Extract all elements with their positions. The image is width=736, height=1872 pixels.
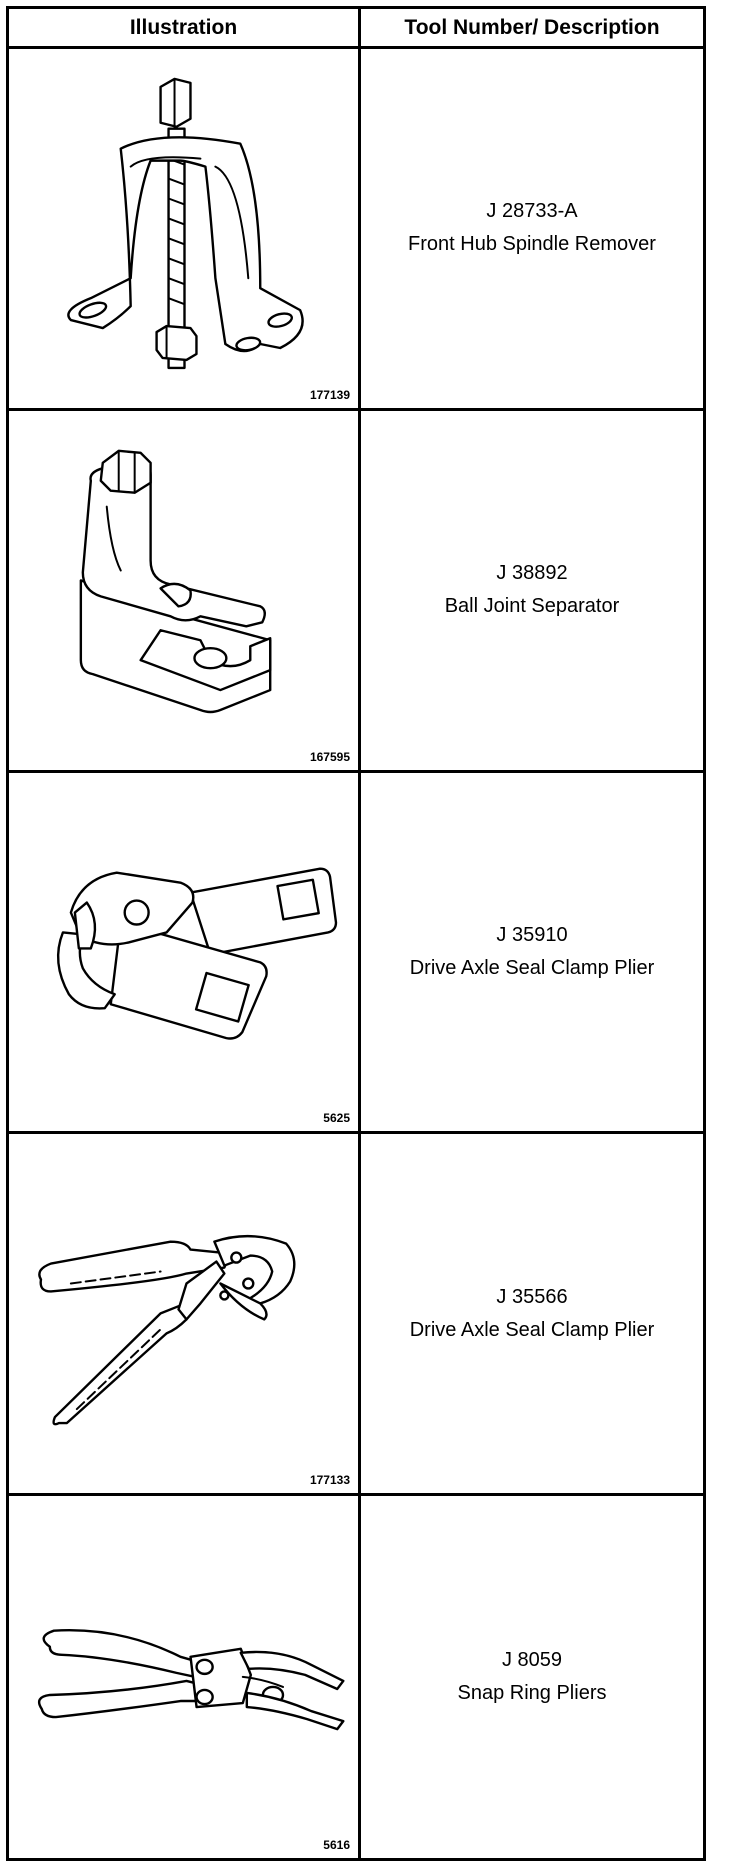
tool-description-cell: J 28733-A Front Hub Spindle Remover	[361, 49, 703, 411]
tool-description: Drive Axle Seal Clamp Plier	[409, 1318, 655, 1341]
illustration-cell: 177139	[9, 49, 361, 411]
tool-number: J 38892	[496, 562, 568, 585]
tool-description-cell: J 35910 Drive Axle Seal Clamp Plier	[361, 773, 703, 1135]
column-header-illustration: Illustration	[9, 9, 361, 49]
figure-number: 177139	[309, 387, 350, 402]
tool-description: Snap Ring Pliers	[457, 1682, 607, 1705]
seal-clamp-plier-icon	[56, 867, 338, 1040]
tool-number: J 28733-A	[486, 200, 578, 223]
tool-description: Drive Axle Seal Clamp Plier	[409, 956, 655, 979]
illustration-cell: 5625	[9, 772, 361, 1135]
tool-description: Ball Joint Separator	[444, 595, 620, 618]
tool-description: Front Hub Spindle Remover	[408, 233, 656, 256]
snap-ring-pliers-icon	[37, 1629, 345, 1731]
column-header-description: Tool Number/ Description	[361, 9, 703, 49]
illustration-cell: 5616	[9, 1496, 361, 1858]
spindle-remover-icon	[67, 77, 304, 370]
tool-number: J 35566	[496, 1285, 568, 1308]
tool-number: J 35910	[496, 923, 568, 946]
tool-table: Illustration Tool Number/ Description	[6, 6, 706, 1861]
illustration-cell: 177133	[9, 1134, 361, 1497]
figure-number: 5625	[323, 1111, 350, 1126]
figure-number: 177133	[309, 1473, 350, 1488]
illustration-cell: 167595	[9, 410, 361, 773]
tool-description-cell: J 35566 Drive Axle Seal Clamp Plier	[361, 1134, 703, 1497]
tool-number: J 8059	[501, 1649, 563, 1672]
tool-description-cell: J 8059 Snap Ring Pliers	[361, 1496, 703, 1858]
tool-description-cell: J 38892 Ball Joint Separator	[361, 411, 703, 773]
figure-number: 5616	[323, 1837, 350, 1852]
ball-joint-separator-icon	[79, 449, 272, 713]
crimp-plier-icon	[38, 1235, 296, 1426]
figure-number: 167595	[309, 749, 350, 764]
